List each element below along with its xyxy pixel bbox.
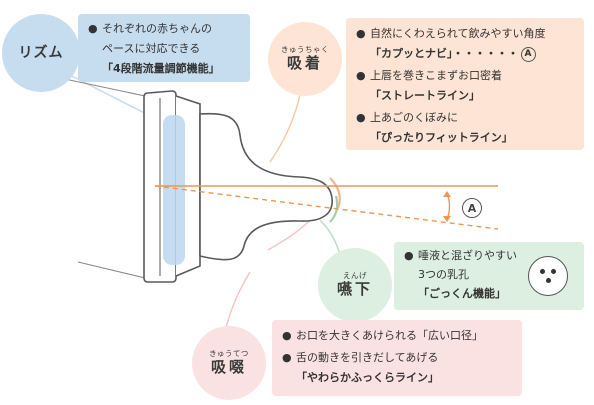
latch-title: 吸着 — [286, 54, 323, 72]
suck-leader-line — [225, 271, 251, 329]
latch-item-1-line-2: 「カプッとナビ」・・・・・・ — [370, 47, 519, 60]
suck-item-2-line-2: 「やわらかふっくらライン」 — [296, 371, 439, 384]
suck-box: ●お口を大きくあけられる「広い口径」 ●舌の動きを引きだしてあげる 「やわらかふ… — [272, 320, 522, 396]
latch-item-2-line-2: 「ストレートライン」 — [370, 89, 480, 102]
angle-marker: A — [462, 198, 482, 218]
rhythm-highlight — [163, 115, 185, 265]
swallow-badge: えんげ 嚥下 — [318, 248, 392, 322]
suck-ruby: きゅうてつ — [209, 349, 249, 358]
angle-arc — [446, 192, 451, 221]
suck-item-2-line-1: 舌の動きを引きだしてあげる — [296, 351, 439, 364]
rhythm-line-1: それぞれの赤ちゃんの — [102, 22, 212, 35]
latch-box: ●自然にくわえられて飲みやすい角度 「カプッとナビ」・・・・・・A ●上唇を巻き… — [346, 18, 584, 150]
latch-item-3-line-1: 上あごのくぼみに — [370, 111, 458, 124]
rhythm-box: ●それぞれの赤ちゃんの ペースに対応できる 「4段階流量調節機能」 — [78, 14, 250, 82]
rhythm-title: リズム — [18, 44, 64, 61]
suck-item-1: お口を大きくあけられる「広い口径」 — [296, 329, 483, 342]
swallow-line-1: 唾液と混ざりやすい — [418, 249, 517, 262]
angled-dashed-line — [154, 185, 499, 230]
three-holes-icon — [528, 256, 568, 296]
angle-arrow-top — [443, 191, 451, 197]
latch-ruby: きゅうちゃく — [281, 45, 329, 54]
swallow-line-2: 3つの乳孔 — [418, 268, 469, 281]
rhythm-line-2: ペースに対応できる — [102, 42, 201, 55]
latch-mark-a: A — [520, 46, 536, 62]
angle-arrow-bottom — [443, 216, 451, 222]
swallow-title: 嚥下 — [336, 280, 373, 298]
rhythm-badge: リズム — [2, 14, 80, 92]
suck-badge: きゅうてつ 吸啜 — [192, 326, 266, 400]
latch-leader-line — [269, 94, 301, 163]
swallow-ruby: えんげ — [343, 271, 367, 280]
angle-marker-label: A — [467, 201, 477, 215]
bottle-top-edge — [59, 77, 146, 97]
swallow-line-3: 「ごっくん機能」 — [418, 287, 506, 300]
rhythm-line-3: 「4段階流量調節機能」 — [102, 62, 220, 75]
latch-item-1-line-1: 自然にくわえられて飲みやすい角度 — [370, 27, 546, 40]
swallow-arc — [329, 195, 339, 223]
bottle-bottom-edge — [77, 261, 146, 279]
latch-item-2-line-1: 上唇を巻きこまずお口密着 — [370, 69, 502, 82]
latch-badge: きゅうちゃく 吸着 — [268, 22, 342, 96]
suck-title: 吸啜 — [210, 358, 247, 376]
swallow-box: ●唾液と混ざりやすい 3つの乳孔 「ごっくん機能」 — [394, 242, 584, 310]
latch-item-3-line-2: 「ぴったりフィットライン」 — [370, 131, 513, 144]
latch-arc — [329, 177, 341, 209]
